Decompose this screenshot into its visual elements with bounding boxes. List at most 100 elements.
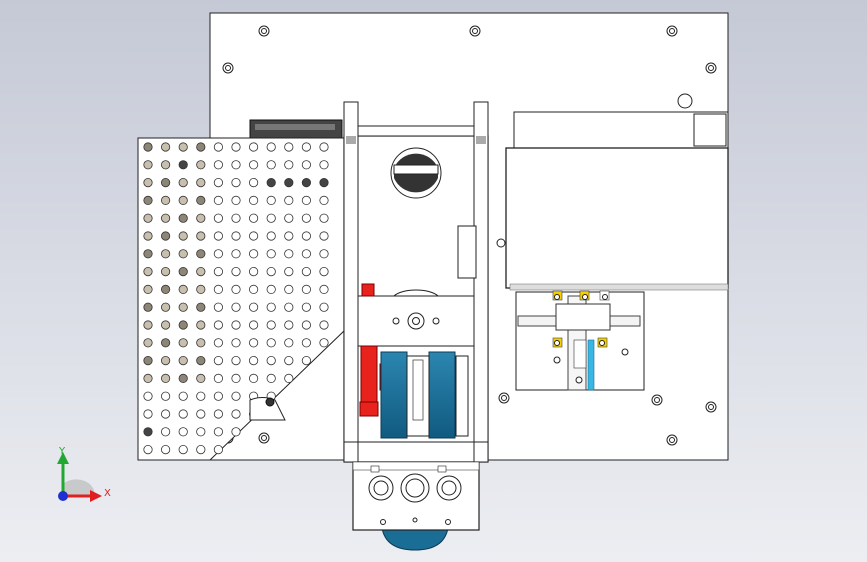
perforation-hole bbox=[301, 178, 311, 188]
perforation-hole bbox=[266, 195, 276, 205]
perforation-hole bbox=[178, 231, 188, 241]
perforation-hole bbox=[161, 231, 171, 241]
perforation-hole bbox=[161, 338, 171, 348]
perforation-hole bbox=[213, 320, 223, 330]
triad-y-label: Y bbox=[58, 446, 66, 457]
perforation-hole bbox=[178, 178, 188, 188]
perforation-hole bbox=[143, 355, 153, 366]
frame-crossbar bbox=[357, 125, 475, 137]
perforation-hole bbox=[178, 320, 188, 330]
plate-hole-inner bbox=[501, 395, 507, 401]
perforation-hole bbox=[249, 284, 259, 294]
perforation-hole bbox=[196, 409, 206, 419]
perforation-hole bbox=[284, 213, 294, 223]
perforation-hole bbox=[178, 213, 188, 223]
triad-z-arc bbox=[63, 479, 95, 496]
perforation-hole bbox=[266, 160, 276, 170]
perforation-hole bbox=[319, 160, 329, 170]
perforation-hole bbox=[213, 409, 223, 419]
pulley-arc bbox=[393, 289, 439, 297]
perforation-hole bbox=[196, 427, 206, 437]
plate-hole-inner bbox=[669, 28, 675, 34]
perforation-hole bbox=[213, 142, 223, 152]
perforation-hole bbox=[161, 213, 171, 223]
perforation-hole bbox=[319, 249, 329, 259]
perforation-hole bbox=[231, 320, 241, 330]
perforation-hole bbox=[161, 302, 171, 312]
perforation-hole bbox=[249, 231, 259, 241]
perforation-hole bbox=[231, 284, 241, 294]
frame-left-post bbox=[343, 101, 359, 463]
perforation-hole bbox=[161, 284, 171, 294]
plate-hole-inner bbox=[261, 435, 267, 441]
frame-right-post bbox=[473, 101, 489, 463]
perforation-hole bbox=[231, 355, 241, 366]
gripper-top-band bbox=[352, 461, 480, 471]
perforation-hole bbox=[249, 338, 259, 348]
perforation-hole bbox=[249, 142, 259, 152]
blue-slider-left bbox=[380, 351, 408, 439]
perforation-hole bbox=[178, 409, 188, 419]
perforation-hole bbox=[213, 444, 223, 455]
plate-hole-inner bbox=[225, 65, 231, 71]
perforation-hole bbox=[213, 427, 223, 437]
perforation-hole bbox=[196, 302, 206, 312]
perforation-hole bbox=[231, 427, 241, 437]
perforation-hole bbox=[266, 249, 276, 259]
perforation-hole bbox=[178, 427, 188, 437]
gripper-blue-cap bbox=[381, 527, 449, 551]
perforation-hole bbox=[231, 409, 241, 419]
perforation-hole bbox=[319, 195, 329, 205]
perforation-hole bbox=[196, 231, 206, 241]
perforation-hole bbox=[284, 373, 294, 383]
perforation-hole bbox=[301, 338, 311, 348]
perforated-holes bbox=[143, 142, 329, 455]
perforation-hole bbox=[231, 373, 241, 383]
perforation-hole bbox=[213, 160, 223, 170]
perforation-hole bbox=[231, 266, 241, 277]
perforation-hole bbox=[213, 213, 223, 223]
perforation-hole bbox=[284, 178, 294, 188]
perforation-hole bbox=[143, 444, 153, 455]
perforation-hole bbox=[143, 320, 153, 330]
perforation-hole bbox=[196, 320, 206, 330]
notch-bolt bbox=[265, 397, 275, 407]
perforation-hole bbox=[178, 338, 188, 348]
perforation-hole bbox=[143, 213, 153, 223]
perforation-hole bbox=[161, 178, 171, 188]
perforation-hole bbox=[143, 160, 153, 170]
perforation-hole bbox=[161, 160, 171, 170]
perforation-hole bbox=[301, 213, 311, 223]
perforation-hole bbox=[213, 249, 223, 259]
slider-guide-slot bbox=[412, 359, 424, 421]
plate-hole-inner bbox=[708, 404, 714, 410]
perforation-hole bbox=[231, 302, 241, 312]
perforation-hole bbox=[319, 142, 329, 152]
perforation-hole bbox=[319, 284, 329, 294]
perforation-hole bbox=[196, 195, 206, 205]
plate-hole-inner bbox=[654, 397, 660, 403]
perforation-hole bbox=[301, 355, 311, 366]
perforation-hole bbox=[213, 231, 223, 241]
slide-rail-cyan bbox=[587, 339, 595, 391]
perforation-hole bbox=[249, 213, 259, 223]
perforation-hole bbox=[161, 444, 171, 455]
perforation-hole bbox=[266, 284, 276, 294]
perforation-hole bbox=[161, 142, 171, 152]
perforation-hole bbox=[196, 178, 206, 188]
perforation-hole bbox=[231, 160, 241, 170]
perforation-hole bbox=[178, 195, 188, 205]
side-slot bbox=[457, 225, 477, 279]
coordinate-triad[interactable]: Y X bbox=[57, 446, 111, 502]
frame-post-shade-left bbox=[346, 136, 356, 144]
perforation-hole bbox=[231, 249, 241, 259]
perforation-hole bbox=[319, 338, 329, 348]
perforation-hole bbox=[213, 373, 223, 383]
perforation-hole bbox=[301, 320, 311, 330]
perforation-hole bbox=[196, 355, 206, 366]
perforation-hole bbox=[161, 249, 171, 259]
perforation-hole bbox=[143, 409, 153, 419]
perforation-hole bbox=[284, 160, 294, 170]
